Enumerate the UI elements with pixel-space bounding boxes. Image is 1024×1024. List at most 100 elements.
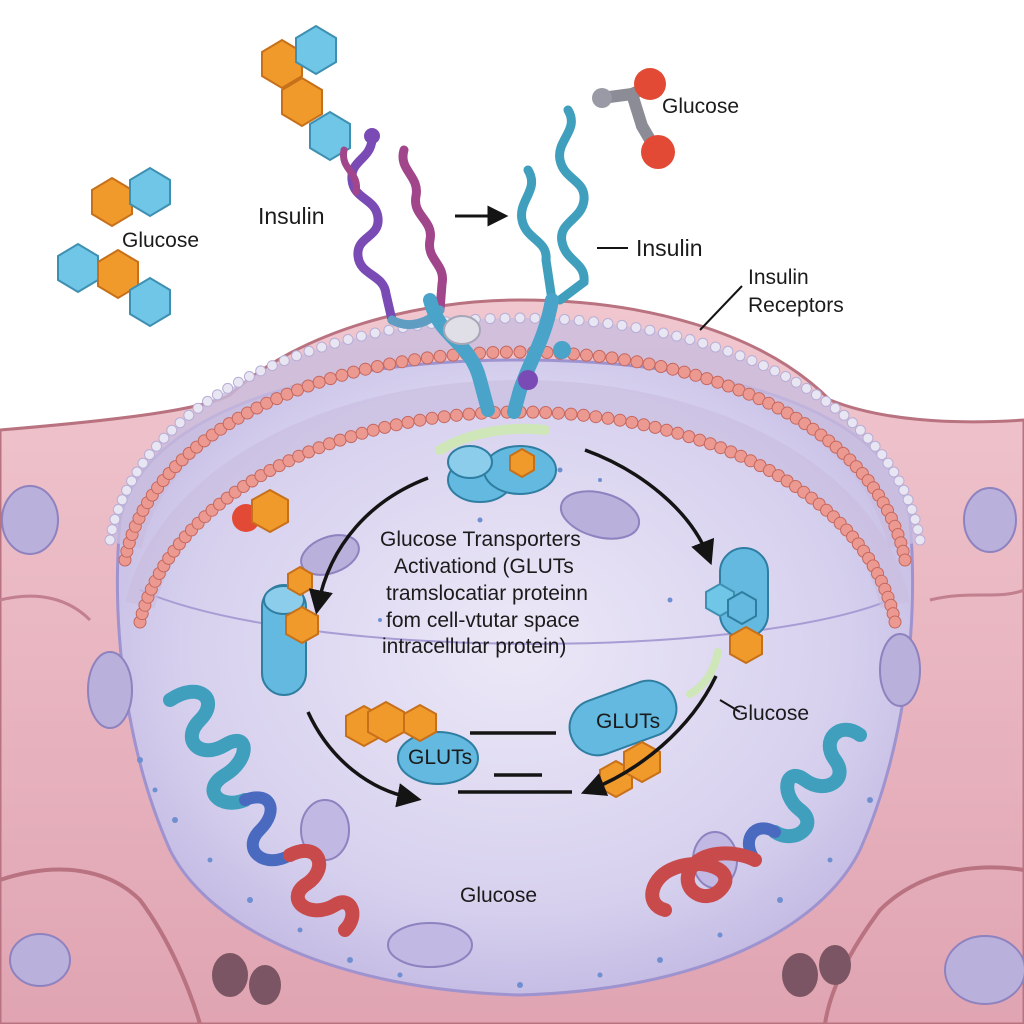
lipid-head xyxy=(580,348,593,362)
lipid-head xyxy=(232,376,244,388)
lipid-head xyxy=(682,430,696,444)
lipid-head xyxy=(109,513,121,525)
glut-transporter-left xyxy=(261,565,319,696)
glucose-in-membrane-left xyxy=(232,488,289,534)
lipid-head xyxy=(408,353,422,367)
lipid-head xyxy=(838,409,850,421)
lipid-head xyxy=(588,316,600,328)
lipid-head xyxy=(383,324,395,336)
lipid-head xyxy=(291,383,304,397)
lipid-head xyxy=(104,534,116,546)
lipid-head xyxy=(893,475,905,487)
lipid-head xyxy=(174,417,186,429)
lipid-head xyxy=(462,407,476,421)
label-gluts-left: GLUTs xyxy=(408,746,472,769)
lipid-head xyxy=(912,524,924,536)
center-text-line2: Activationd (GLUTs xyxy=(394,555,574,578)
lipid-head xyxy=(144,449,155,461)
lipid-head xyxy=(437,410,451,424)
ribbon-protein-left xyxy=(163,684,360,937)
lipid-head xyxy=(192,402,204,414)
lipid-head xyxy=(499,345,513,359)
label-gluts-right: GLUTs xyxy=(596,710,660,733)
center-text-line5: intracellular protein) xyxy=(382,635,566,658)
lipid-head xyxy=(876,449,888,461)
lipid-head xyxy=(499,312,511,324)
lipid-head xyxy=(158,432,170,444)
lipid-head xyxy=(151,440,162,452)
glucose-molecule-model xyxy=(592,68,675,169)
glut-transporter-center-left xyxy=(345,700,479,785)
lipid-head xyxy=(355,426,369,440)
lipid-head xyxy=(486,346,500,359)
lipid-head xyxy=(347,365,360,379)
lipid-head xyxy=(660,423,674,437)
lipid-head xyxy=(710,341,721,353)
lipid-head xyxy=(780,371,792,382)
lipid-head xyxy=(898,484,910,496)
lipid-head xyxy=(131,466,143,478)
lipid-head xyxy=(355,330,367,342)
lipid-head xyxy=(433,349,447,363)
lipid-head xyxy=(671,330,683,342)
lipid-head xyxy=(202,395,213,407)
process-arrows xyxy=(306,205,718,808)
lipid-head xyxy=(358,362,372,376)
lipid-head xyxy=(395,355,409,369)
lipid-head xyxy=(450,408,463,422)
lipid-head xyxy=(700,372,714,386)
lipid-head xyxy=(888,615,902,629)
lipid-head xyxy=(559,313,570,325)
lipid-head xyxy=(551,406,565,420)
lipid-head xyxy=(166,424,178,436)
lipid-head xyxy=(278,355,290,367)
text-labels: Glucose Glucose Insulin Insulin Insulin … xyxy=(122,95,844,907)
lipid-head xyxy=(746,355,758,367)
lipid-head xyxy=(711,375,725,389)
lipid-head xyxy=(564,407,578,421)
label-receptors-line2: Receptors xyxy=(748,294,844,317)
lipid-head xyxy=(420,351,434,365)
lipid-head xyxy=(790,376,802,388)
lipid-head xyxy=(854,424,866,436)
arrow-top-left xyxy=(308,476,429,615)
lipid-head xyxy=(301,379,315,393)
lipid-head xyxy=(329,337,341,349)
lipid-head xyxy=(898,553,912,567)
lipid-head xyxy=(902,494,914,506)
lipid-head xyxy=(316,341,328,353)
center-text-line4: fom cell-vtutar space xyxy=(386,609,580,632)
lipid-head xyxy=(657,327,669,339)
lipid-head xyxy=(121,484,133,496)
lipid-head xyxy=(106,524,118,536)
lipid-head xyxy=(378,420,392,434)
lipid-head xyxy=(810,389,822,401)
lipid-head xyxy=(112,504,124,515)
lipid-head xyxy=(914,534,926,546)
lipid-head xyxy=(312,375,326,389)
lipid-head xyxy=(255,365,267,377)
label-glucose-bottom: Glucose xyxy=(460,884,537,907)
lipid-head xyxy=(573,314,585,326)
lipid-head xyxy=(625,415,639,429)
arrow-bottom-left xyxy=(306,711,422,808)
insulin-helix-right xyxy=(517,105,589,305)
lipid-head xyxy=(401,415,415,429)
lipid-head xyxy=(637,418,651,432)
lipid-head xyxy=(333,433,347,447)
label-receptors-line1: Insulin xyxy=(748,266,809,289)
lipid-head xyxy=(344,430,358,444)
lipid-head xyxy=(906,504,918,515)
lipid-head xyxy=(644,324,656,336)
lipid-head xyxy=(183,409,195,421)
lipid-head xyxy=(116,494,128,506)
lipid-head xyxy=(602,318,614,329)
lipid-head xyxy=(722,345,734,357)
lipid-head xyxy=(243,371,255,382)
arrow-bottom-right xyxy=(580,675,718,796)
lipid-head xyxy=(666,362,680,376)
lipid-head xyxy=(630,355,644,369)
lipid-head xyxy=(324,372,337,386)
lipid-head xyxy=(322,437,336,451)
lipid-head xyxy=(303,345,315,357)
